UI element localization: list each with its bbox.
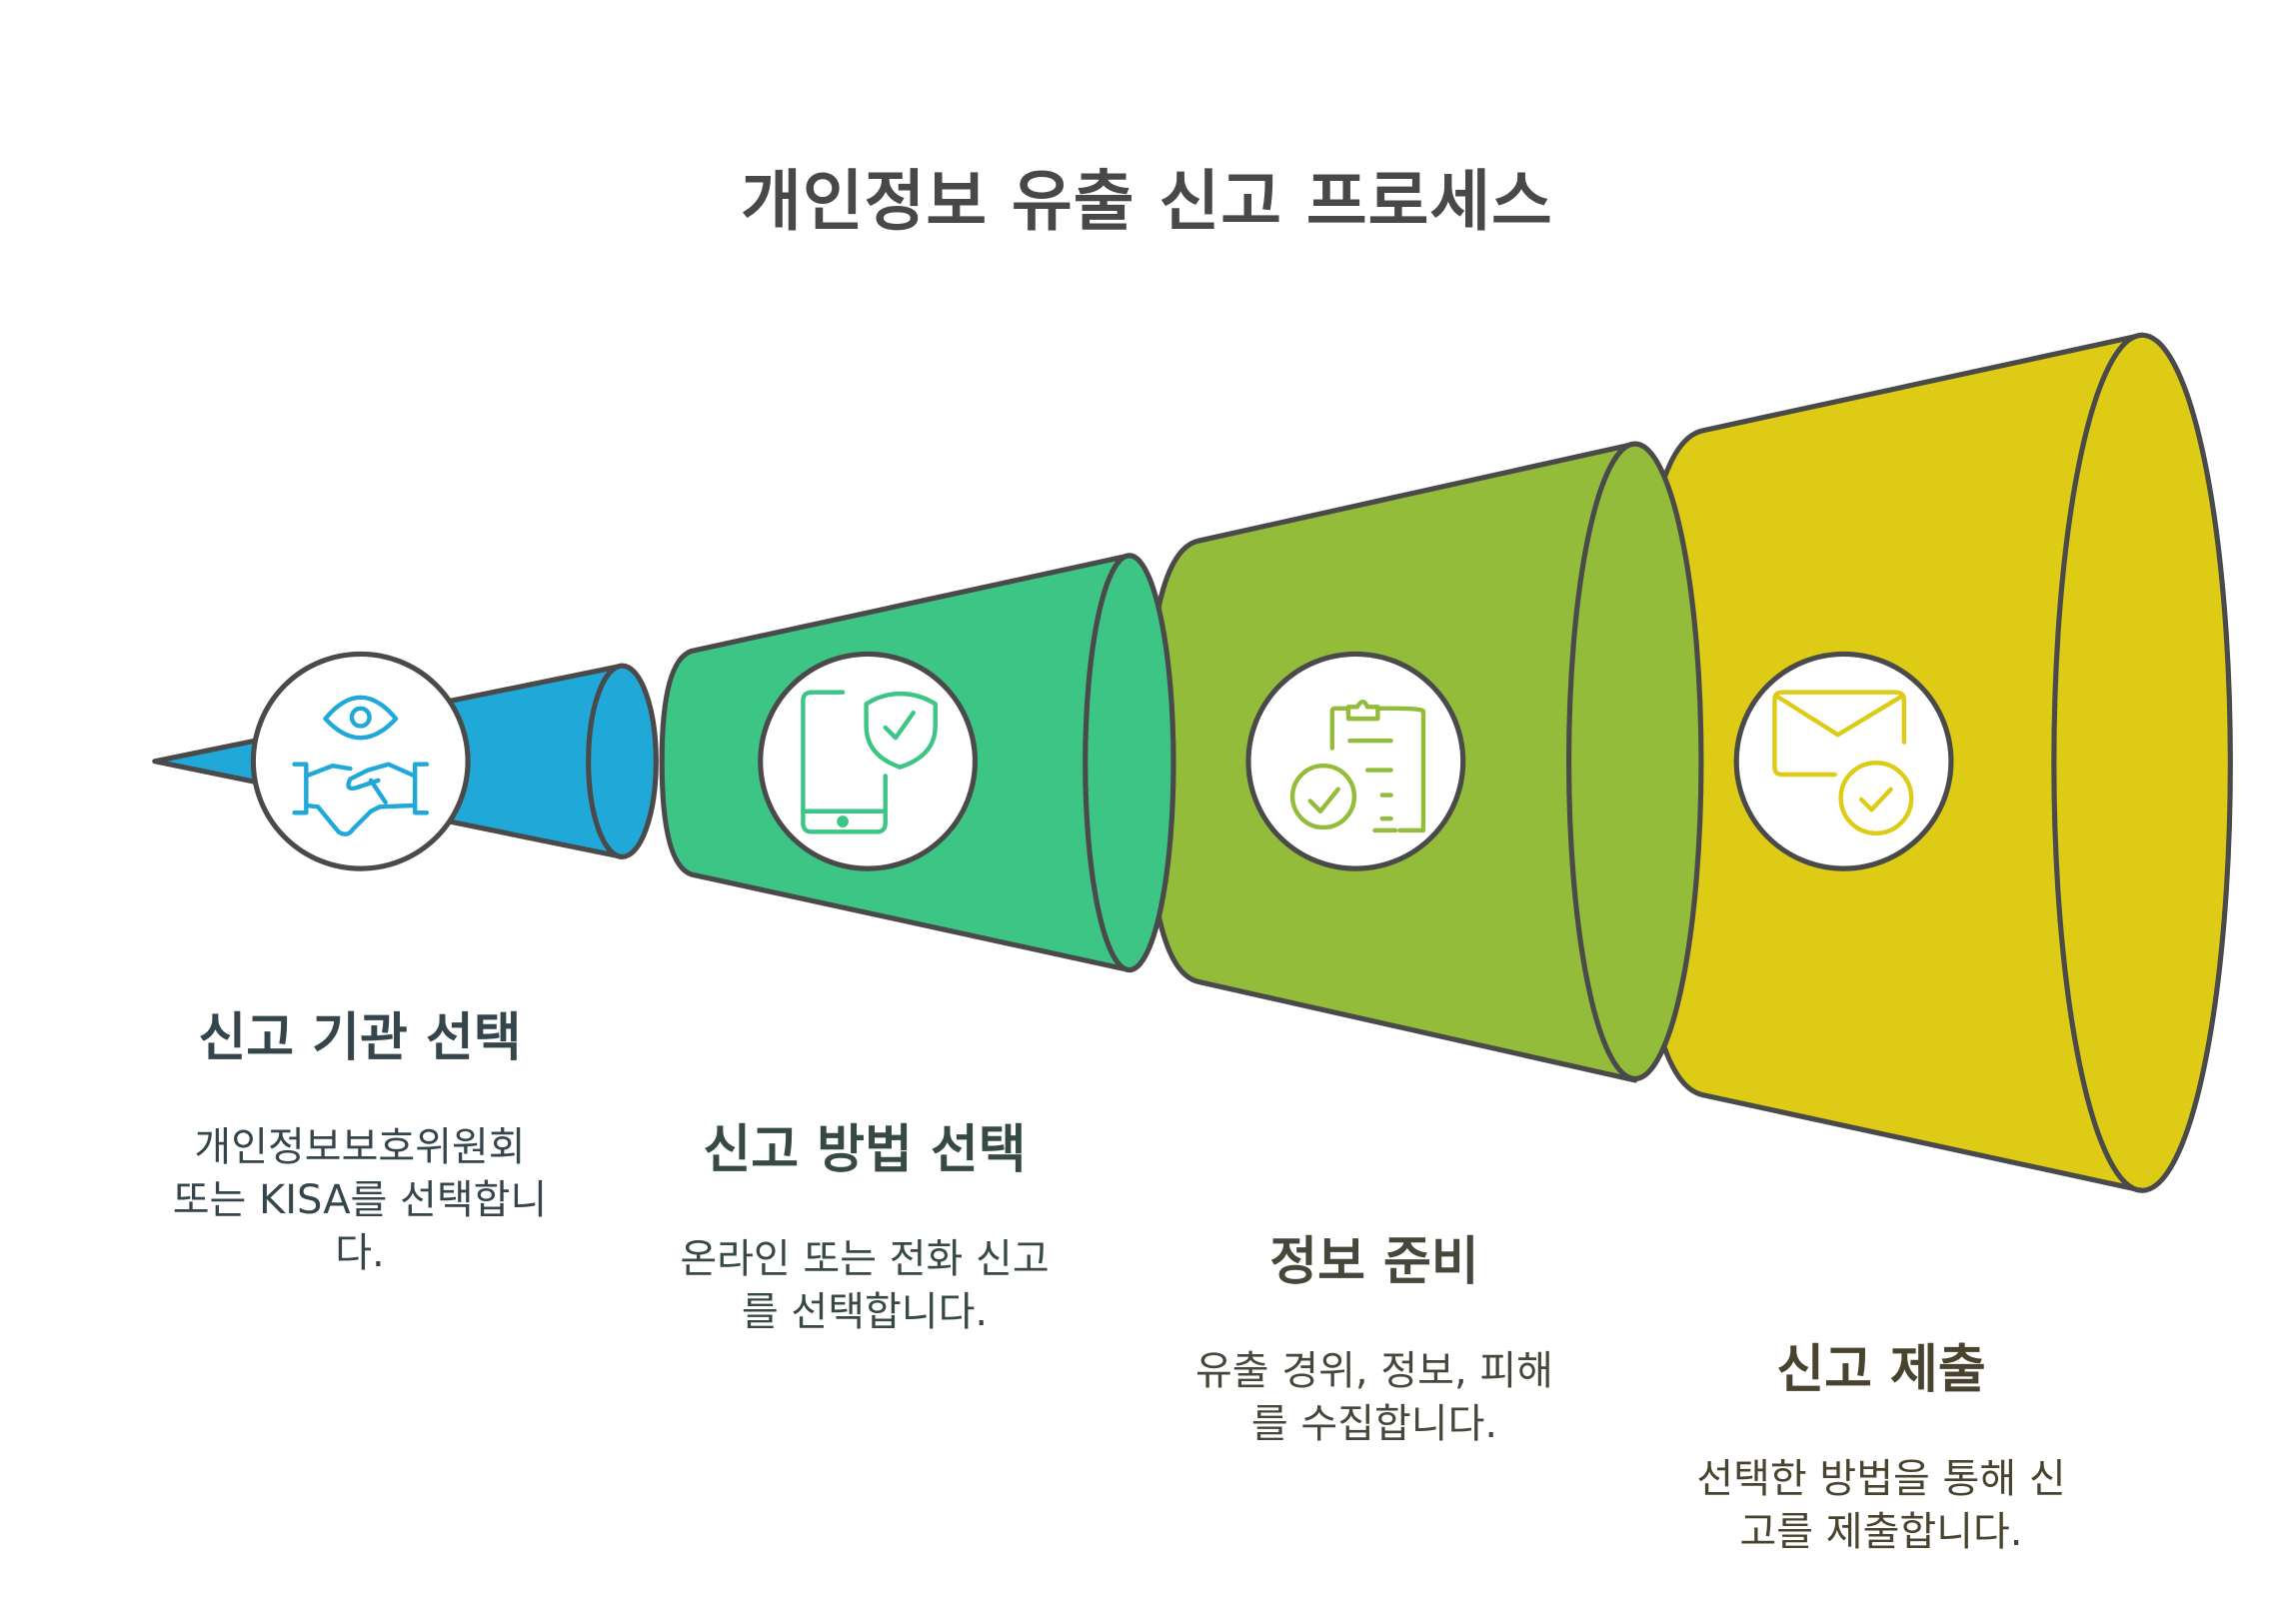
step-1-text: 신고 기관 선택 개인정보보호위원회 또는 KISA를 선택합니 다.	[150, 1007, 570, 1280]
step-1-heading: 신고 기관 선택	[198, 1008, 522, 1068]
step-4-description: 선택한 방법을 통해 신 고를 제출합니다.	[1671, 1453, 2091, 1559]
eye-handshake-icon	[292, 695, 430, 836]
step-3-description-line: 를 수집합니다.	[1250, 1401, 1498, 1448]
step-3-heading: 정보 준비	[1269, 1232, 1479, 1292]
step-4-description-line: 선택한 방법을 통해 신	[1696, 1456, 2066, 1503]
stage-2-icon-badge	[758, 651, 979, 871]
envelope-check-icon	[1772, 690, 1914, 836]
step-4-heading: 신고 제출	[1776, 1340, 1986, 1400]
step-1-description: 개인정보보호위원회 또는 KISA를 선택합니 다.	[150, 1121, 570, 1279]
stage-4-icon-badge	[1733, 651, 1954, 871]
stage-1-icon-badge	[250, 651, 471, 871]
step-2-description-line: 를 선택합니다.	[741, 1289, 989, 1336]
step-4-text: 신고 제출 선택한 방법을 통해 신 고를 제출합니다.	[1671, 1339, 2091, 1559]
step-2-text: 신고 방법 선택 온라인 또는 전화 신고 를 선택합니다.	[655, 1119, 1075, 1339]
step-1-description-line: 또는 KISA를 선택합니	[172, 1177, 548, 1224]
step-3-description: 유출 경위, 정보, 피해 를 수집합니다.	[1164, 1345, 1584, 1451]
page-title: 개인정보 유출 신고 프로세스	[741, 163, 1553, 240]
step-1-description-line: 다.	[335, 1229, 385, 1276]
step-2-description: 온라인 또는 전화 신고 를 선택합니다.	[655, 1233, 1075, 1339]
step-2-description-line: 온라인 또는 전화 신고	[680, 1236, 1050, 1283]
step-3-text: 정보 준비 유출 경위, 정보, 피해 를 수집합니다.	[1164, 1231, 1584, 1451]
step-1-description-line: 개인정보보호위원회	[194, 1124, 526, 1171]
step-3-description-line: 유출 경위, 정보, 피해	[1195, 1348, 1553, 1395]
step-4-description-line: 고를 제출합니다.	[1739, 1509, 2023, 1556]
stage-3-icon-badge	[1245, 651, 1466, 871]
clipboard-check-icon	[1289, 700, 1426, 833]
step-2-heading: 신고 방법 선택	[703, 1120, 1027, 1180]
phone-shield-check-icon	[801, 690, 938, 834]
